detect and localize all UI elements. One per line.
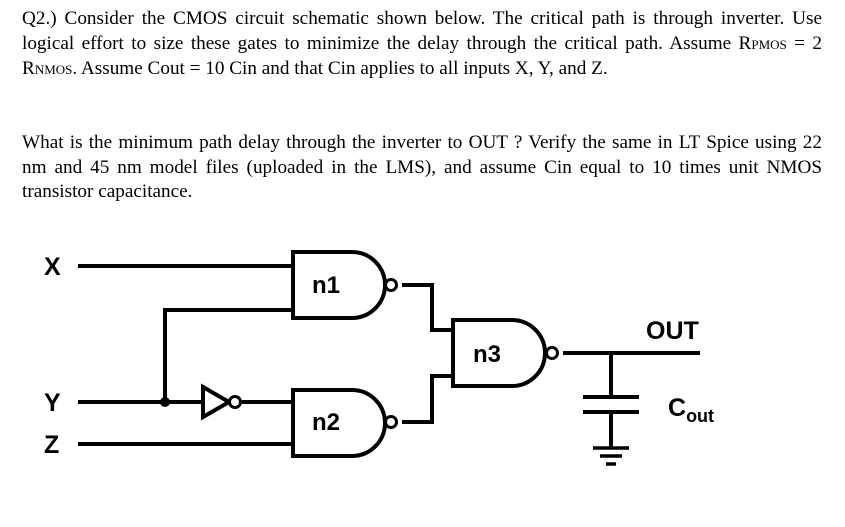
input-label-z: Z (44, 431, 59, 459)
cout-label: Cout (668, 394, 714, 426)
wire-y-to-n1 (163, 308, 293, 402)
question-text-part3: . Assume Cout = 10 Cin and that Cin appl… (72, 58, 608, 80)
circuit-schematic: X Y Z n1 n2 n3 OUT Cout (44, 250, 714, 466)
nand-gate-n1 (291, 250, 398, 320)
cout-subscript: out (686, 406, 714, 426)
input-label-y: Y (44, 389, 61, 417)
capacitor-symbol (583, 395, 639, 414)
wire-n2-to-n3 (402, 374, 453, 424)
gate-label-n1: n1 (312, 272, 340, 299)
cout-main: C (668, 394, 686, 422)
input-label-x: X (44, 253, 61, 281)
wire-n1-to-n3 (402, 283, 453, 332)
rnmos-subscript: NMOS (34, 62, 73, 78)
question-text-part1: Q2.) Consider the CMOS circuit schematic… (22, 8, 822, 54)
nand-gate-n3 (451, 318, 559, 388)
gate-label-n2: n2 (312, 409, 340, 436)
rpmos-subscript: PMOS (751, 36, 787, 52)
gate-label-n3: n3 (473, 341, 501, 368)
nand-gate-n2 (291, 388, 398, 458)
question-text-part2: = 2 R (22, 32, 822, 80)
task-paragraph: What is the minimum path delay through t… (22, 132, 822, 203)
output-label: OUT (646, 317, 699, 345)
ground-icon (593, 446, 629, 466)
junction-dot (160, 397, 170, 407)
inverter-gate (201, 383, 242, 421)
question-paragraph: Q2.) Consider the CMOS circuit schematic… (22, 7, 822, 83)
